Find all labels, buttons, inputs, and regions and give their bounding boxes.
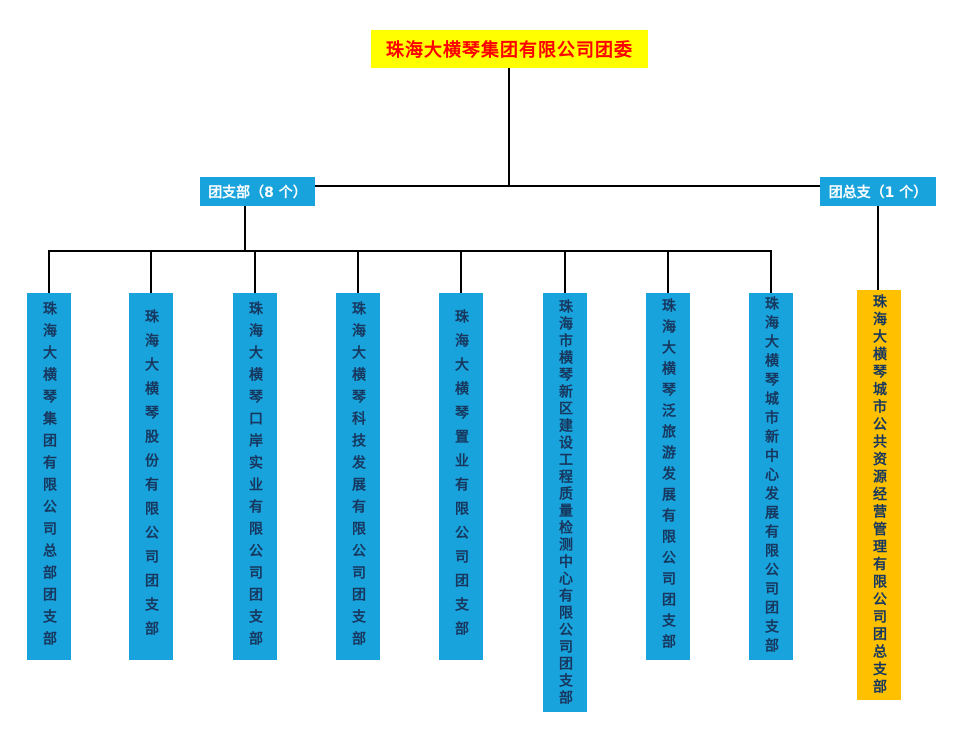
connector-root-drop	[508, 68, 510, 186]
branch-node-3-label: 珠海大横琴口岸实业有限公司团支部	[247, 300, 263, 653]
root-node-label: 珠海大横琴集团有限公司团委	[386, 40, 633, 61]
connector-branch-drop-4	[357, 252, 359, 293]
connector-branch-drop-1	[48, 252, 50, 293]
root-node: 珠海大横琴集团有限公司团委	[371, 30, 648, 68]
connector-branch-drop-7	[667, 252, 669, 293]
connector-branch-drop-8	[770, 252, 772, 293]
branches-group-label: 团支部（8 个）	[208, 184, 307, 201]
branch-node-5: 珠海大横琴置业有限公司团支部	[439, 293, 483, 660]
connector-general-drop	[877, 206, 879, 290]
general-group-node: 团总支（1 个）	[820, 177, 936, 206]
branches-group-node: 团支部（8 个）	[200, 177, 315, 206]
general-group-label: 团总支（1 个）	[828, 184, 928, 201]
branch-node-6: 珠海市横琴新区建设工程质量检测中心有限公司团支部	[543, 293, 587, 712]
branch-node-7-label: 珠海大横琴泛旅游发展有限公司团支部	[660, 298, 676, 655]
branch-node-7: 珠海大横琴泛旅游发展有限公司团支部	[646, 293, 690, 660]
connector-branch-drop-5	[460, 252, 462, 293]
general-branch-node: 珠海大横琴城市公共资源经营管理有限公司团总支部	[857, 290, 901, 700]
branch-node-4-label: 珠海大横琴科技发展有限公司团支部	[350, 300, 366, 653]
connector-branches-hbar	[48, 250, 772, 252]
connector-branch-drop-2	[150, 252, 152, 293]
branch-node-1: 珠海大横琴集团有限公司总部团支部	[27, 293, 71, 660]
branch-node-3: 珠海大横琴口岸实业有限公司团支部	[233, 293, 277, 660]
connector-branch-drop-3	[254, 252, 256, 293]
branch-node-4: 珠海大横琴科技发展有限公司团支部	[336, 293, 380, 660]
branch-node-8-label: 珠海大横琴城市新中心发展有限公司团支部	[763, 296, 779, 657]
connector-branch-drop-6	[564, 252, 566, 293]
branch-node-5-label: 珠海大横琴置业有限公司团支部	[453, 308, 469, 645]
branch-node-6-label: 珠海市横琴新区建设工程质量检测中心有限公司团支部	[557, 298, 573, 707]
connector-level2-hbar	[315, 185, 820, 187]
connector-branches-parent-drop	[244, 206, 246, 251]
general-branch-node-label: 珠海大横琴城市公共资源经营管理有限公司团总支部	[871, 293, 887, 697]
branch-node-8: 珠海大横琴城市新中心发展有限公司团支部	[749, 293, 793, 660]
branch-node-2: 珠海大横琴股份有限公司团支部	[129, 293, 173, 660]
branch-node-2-label: 珠海大横琴股份有限公司团支部	[143, 308, 159, 645]
branch-node-1-label: 珠海大横琴集团有限公司总部团支部	[41, 300, 57, 653]
